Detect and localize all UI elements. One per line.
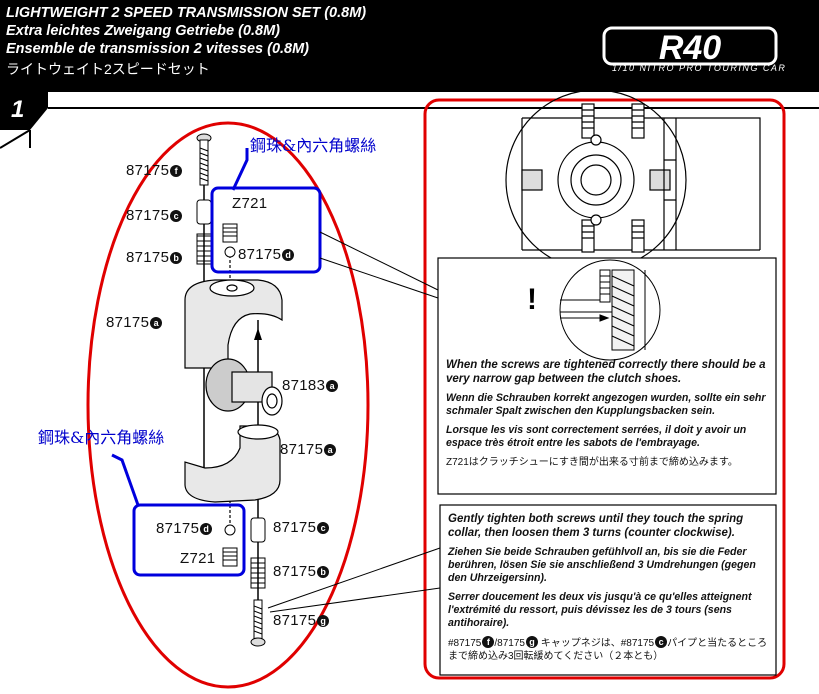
r40-logo: R40 [602,26,778,67]
title-german: Extra leichtes Zweigang Getriebe (0.8M) [6,23,280,39]
callout-screw-top: Z721 [232,195,268,212]
red-highlight-ellipse [86,121,370,689]
note-gap-en: When the screws are tightened correctly … [446,359,766,385]
header-bar [0,0,819,92]
clutch-cross-section [505,89,761,271]
note-gap-fr: Lorsque les vis sont correctement serrée… [446,424,747,449]
clutch-shoe-upper [184,279,283,369]
pipe-part [196,199,212,225]
logo-subtitle: 1/10 NITRO PRO TOURING CAR [612,63,787,73]
note-box-tighten [439,504,777,676]
annotation-top: 鋼珠&內六角螺絲 [250,136,377,155]
blue-callout-bottom [132,503,246,577]
title-japanese: ライトウェイト2スピードセット [6,61,210,77]
step-tab [0,92,48,130]
note-tighten: Gently tighten both screws until they to… [448,512,770,669]
title-english: LIGHTWEIGHT 2 SPEED TRANSMISSION SET (0.… [6,5,367,21]
annotation-bottom: 鋼珠&內六角螺絲 [38,428,165,447]
step-number: 1 [11,96,25,123]
bell-part [205,358,283,416]
note-gap-de: Wenn die Schrauben korrekt angezogen wur… [446,392,766,417]
attention-icon: ! [527,283,537,316]
note-gap-jp: Z721はクラッチシューにすき間が出来る寸前まで締め込みます。 [446,457,738,468]
blue-callout-top [210,186,322,274]
clutch-shoe-lower [184,424,281,503]
note-tighten-fr: Serrer doucement les deux vis jusqu'à ce… [448,591,752,629]
callout-screw-bottom: Z721 [180,550,216,567]
screw-part [196,133,212,186]
note-tighten-de: Ziehen Sie beide Schrauben gefühlvoll an… [448,546,756,584]
screw-part-lower [250,599,266,647]
gap-detail [559,259,661,361]
red-highlight-box [423,98,786,680]
note-tighten-en: Gently tighten both screws until they to… [448,513,744,539]
logo-text: R40 [659,29,721,67]
title-french: Ensemble de transmission 2 vitesses (0.8… [6,41,310,57]
note-gap: When the screws are tightened correctly … [446,358,772,475]
